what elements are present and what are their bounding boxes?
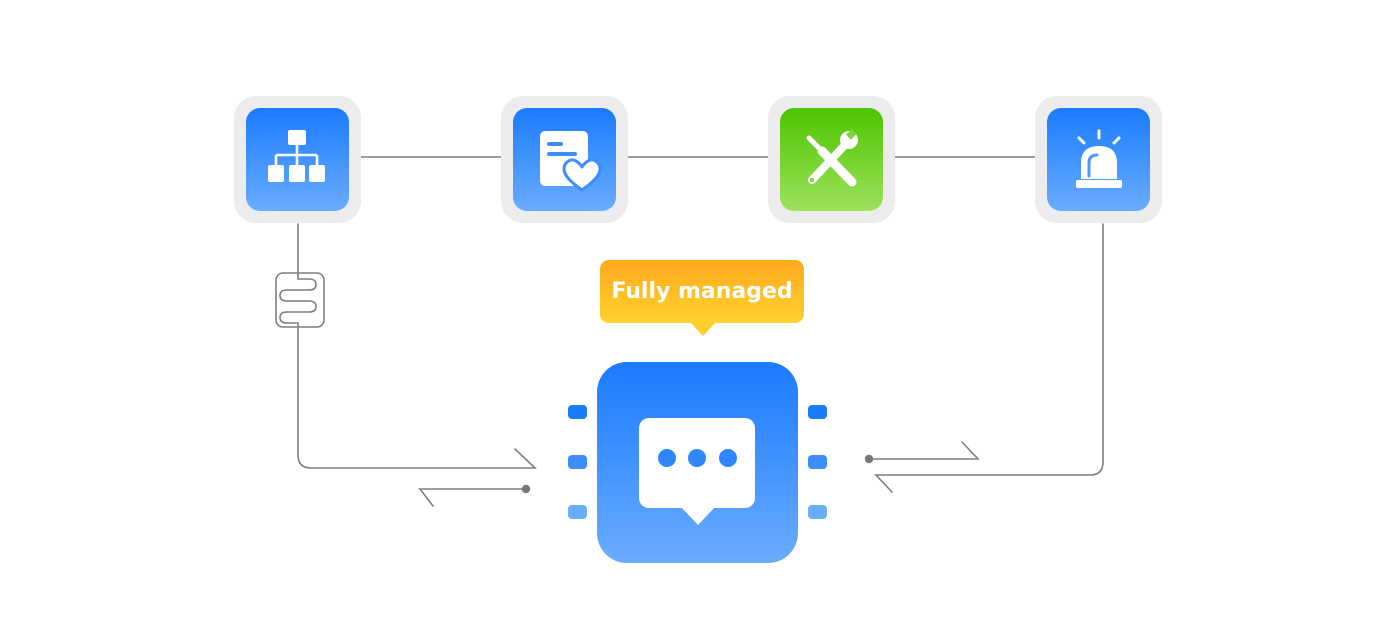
connector-dot: [864, 454, 874, 464]
return-arrow: [418, 488, 527, 507]
left-route: [275, 223, 538, 507]
coil-box: [275, 272, 325, 328]
chip-pin: [808, 405, 827, 419]
chat-bubble-icon: [639, 418, 755, 525]
chip-pin: [808, 455, 827, 469]
wrench-screwdriver-icon: [806, 129, 858, 187]
connector-dot: [521, 484, 531, 494]
node-document-favorite[interactable]: [501, 96, 628, 223]
org-chart-icon: [268, 130, 325, 182]
chip-pin: [568, 455, 587, 469]
badge-box: [600, 260, 804, 323]
node-alarm[interactable]: [1035, 96, 1162, 223]
node-tools[interactable]: [768, 96, 895, 223]
node-org-chart[interactable]: [234, 96, 361, 223]
badge-label: Fully managed: [611, 279, 792, 304]
chip-pin: [568, 405, 587, 419]
fully-managed-badge: Fully managed: [600, 260, 804, 336]
coil-path: [279, 272, 317, 328]
document-heart-icon: [540, 131, 602, 192]
route-line: [297, 327, 538, 469]
badge-pointer: [690, 322, 716, 336]
hub-chip[interactable]: [568, 362, 827, 563]
return-arrow: [868, 441, 980, 460]
chip-pin: [568, 505, 587, 519]
chip-pin: [808, 505, 827, 519]
right-route: [868, 223, 1104, 493]
route-line: [874, 223, 1104, 493]
alarm-light-icon: [1076, 129, 1122, 188]
